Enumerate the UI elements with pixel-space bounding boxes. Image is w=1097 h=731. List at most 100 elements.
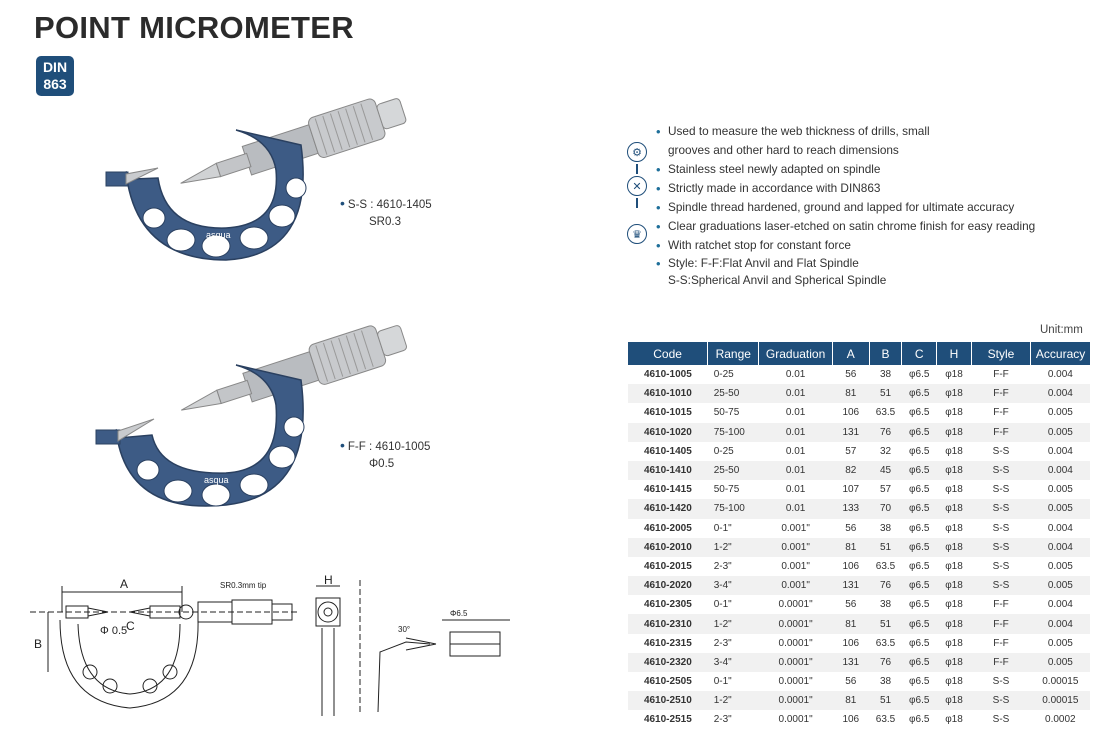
table-cell: 0-25	[713, 369, 734, 381]
table-cell: 107	[842, 484, 860, 496]
table-cell: 0.01	[785, 484, 806, 496]
table-cell: 0.00015	[1042, 676, 1079, 688]
table-cell: S-S	[992, 484, 1010, 496]
table-cell: φ18	[936, 576, 972, 596]
table-cell: 0.005	[1030, 576, 1090, 596]
table-cell: 56	[845, 599, 857, 611]
table-cell: 4610-2510	[628, 691, 708, 711]
table-cell: φ18	[945, 599, 963, 611]
table-cell: S-S	[992, 714, 1010, 726]
table-cell: 82	[832, 460, 870, 481]
table-cell: 56	[845, 369, 857, 381]
table-cell: 0.0002	[1045, 714, 1076, 726]
dim-label-dia: Φ6.5	[450, 609, 468, 618]
table-cell: 32	[879, 445, 892, 457]
table-cell: φ18	[936, 384, 972, 404]
table-cell: 63.5	[875, 637, 896, 649]
table-cell: 131	[832, 652, 870, 672]
table-cell: φ6.5	[909, 407, 930, 419]
feature-item-continued: grooves and other hard to reach dimensio…	[668, 143, 899, 157]
table-cell: S-S	[992, 560, 1010, 572]
table-cell: φ18	[936, 537, 972, 557]
table-cell: φ6.5	[909, 484, 930, 496]
table-cell: S-S	[971, 537, 1031, 557]
table-cell: 0.0001"	[758, 614, 833, 634]
table-cell: 1-2"	[707, 691, 759, 711]
table-cell: 63.5	[875, 714, 896, 726]
table-cell: 0-1"	[713, 599, 732, 611]
feature-item: With ratchet stop for constant force	[656, 236, 1076, 255]
bullet-dot-icon: •	[340, 195, 345, 211]
din-badge-line1: DIN	[42, 59, 68, 75]
table-cell: 0.00015	[1030, 691, 1090, 711]
table-cell: 0.01	[758, 499, 833, 519]
table-cell: φ6.5	[901, 614, 937, 634]
table-cell: 50-75	[713, 407, 740, 419]
table-cell: 0.0001"	[778, 676, 813, 688]
table-cell: φ18	[936, 499, 972, 519]
table-cell: 0.004	[1030, 384, 1090, 404]
table-cell: 76	[869, 576, 902, 596]
feature-item: Style: F-F:Flat Anvil and Flat Spindle	[656, 255, 1076, 272]
col-h: H	[936, 342, 972, 365]
table-cell: φ18	[936, 691, 972, 711]
micrometer-ss-image: asqua	[105, 98, 407, 261]
table-cell: 50-75	[713, 484, 740, 496]
dim-label-a: A	[120, 577, 128, 591]
table-cell: φ6.5	[901, 499, 937, 519]
table-cell: 51	[869, 614, 902, 634]
table-cell: φ6.5	[901, 691, 937, 711]
feature-list: Used to measure the web thickness of dri…	[656, 122, 1076, 289]
table-cell: φ6.5	[909, 522, 930, 534]
table-cell: 38	[879, 369, 892, 381]
table-cell: 4610-2305	[643, 599, 692, 611]
table-cell: 0.005	[1047, 484, 1073, 496]
table-cell: 1-2"	[707, 537, 759, 557]
table-cell: 0-1"	[713, 676, 732, 688]
table-cell: φ6.5	[909, 714, 930, 726]
table-cell: 0.005	[1047, 407, 1073, 419]
product-ff-callout: •F-F : 4610-1005 Φ0.5	[340, 437, 430, 473]
table-cell: 0.001"	[758, 576, 833, 596]
din-badge-line2: 863	[43, 76, 67, 92]
trophy-icon: ♛	[627, 224, 647, 244]
table-cell: F-F	[971, 384, 1031, 404]
product-ss-code: S-S : 4610-1405	[347, 199, 432, 211]
table-cell: φ6.5	[901, 576, 937, 596]
table-cell: 0.004	[1030, 537, 1090, 557]
table-cell: 81	[832, 614, 870, 634]
table-cell: F-F	[993, 369, 1009, 381]
table-cell: 81	[832, 384, 870, 404]
table-cell: 4610-1415	[643, 484, 692, 496]
dim-label-c: C	[126, 619, 135, 633]
table-cell: 81	[832, 691, 870, 711]
table-cell: 0.01	[785, 445, 806, 457]
table-cell: 51	[869, 384, 902, 404]
table-cell: 81	[832, 537, 870, 557]
table-cell: 133	[832, 499, 870, 519]
table-cell: 4610-2310	[628, 614, 708, 634]
table-cell: 25-50	[707, 460, 759, 481]
icon-connector	[636, 164, 638, 174]
table-cell: S-S	[992, 676, 1010, 688]
dim-label-angle: 30°	[398, 625, 410, 634]
col-code: Code	[628, 342, 709, 365]
table-cell: φ18	[945, 714, 963, 726]
table-cell: φ18	[936, 422, 972, 442]
table-cell: 4610-1010	[628, 384, 708, 404]
table-cell: 106	[842, 407, 860, 419]
table-cell: 2-3"	[713, 637, 732, 649]
brand-logo: asqua	[204, 475, 229, 485]
table-cell: 0.001"	[781, 560, 810, 572]
feature-item: Strictly made in accordance with DIN863	[656, 179, 1076, 198]
